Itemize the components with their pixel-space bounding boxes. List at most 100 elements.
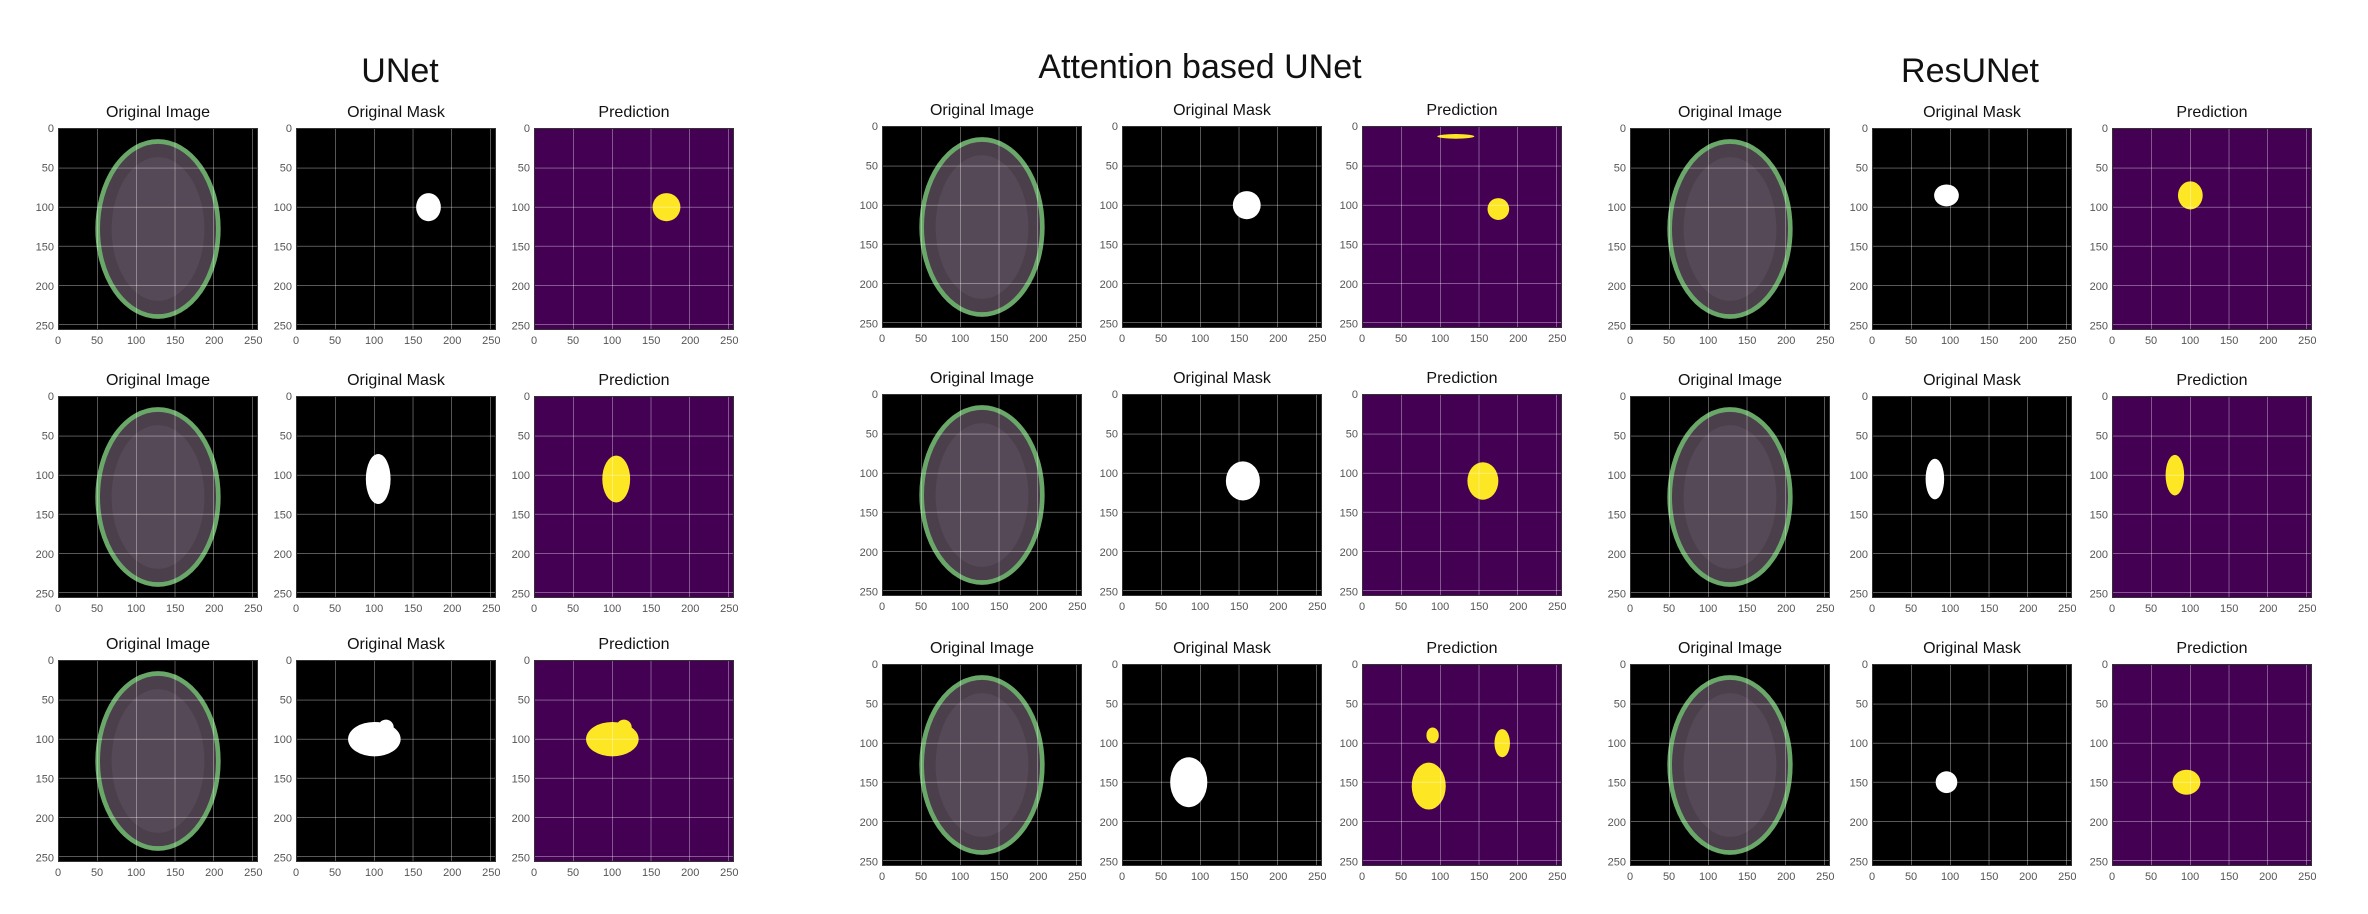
x-tick-label: 150 xyxy=(990,333,1008,345)
x-tick-label: 250 xyxy=(244,335,262,347)
y-tick-label: 200 xyxy=(1850,817,1868,829)
x-tick-label: 150 xyxy=(166,867,184,879)
y-tick-label: 150 xyxy=(1608,509,1626,521)
x-tick-label: 100 xyxy=(1191,871,1209,883)
y-tick-label: 150 xyxy=(2090,241,2108,253)
y-tick-label: 100 xyxy=(1340,738,1358,750)
x-tick-label: 250 xyxy=(482,867,500,879)
mask-plot xyxy=(1122,664,1322,866)
panel-title: Original Mask xyxy=(1923,640,2021,657)
panel-title: Prediction xyxy=(598,372,670,389)
x-tick-label: 100 xyxy=(365,867,383,879)
panel-title: Original Image xyxy=(929,370,1035,387)
y-tick-label: 150 xyxy=(512,241,530,253)
mask-plot xyxy=(1872,128,2072,330)
y-tick-label: 150 xyxy=(860,239,878,251)
prediction-plot xyxy=(2112,664,2312,866)
y-tick-label: 200 xyxy=(1100,279,1118,291)
y-tick-label: 250 xyxy=(274,320,292,332)
x-tick-label: 0 xyxy=(1869,603,1875,615)
y-tick-label: 100 xyxy=(274,734,292,746)
x-tick-label: 50 xyxy=(567,335,579,347)
x-tick-label: 150 xyxy=(2220,603,2238,615)
y-tick-label: 150 xyxy=(274,241,292,253)
x-tick-label: 250 xyxy=(2298,603,2316,615)
y-tick-label: 100 xyxy=(2090,738,2108,750)
x-tick-label: 100 xyxy=(951,601,969,613)
x-tick-label: 100 xyxy=(365,603,383,615)
y-tick-label: 100 xyxy=(860,738,878,750)
x-tick-label: 150 xyxy=(2220,335,2238,347)
x-tick-label: 50 xyxy=(915,871,927,883)
y-tick-label: 150 xyxy=(1850,777,1868,789)
x-tick-label: 100 xyxy=(127,867,145,879)
x-tick-label: 50 xyxy=(1663,335,1675,347)
tumor-mask-region xyxy=(365,454,391,505)
x-tick-label: 150 xyxy=(1980,603,1998,615)
x-tick-label: 100 xyxy=(1431,871,1449,883)
y-tick-label: 250 xyxy=(1100,856,1118,868)
y-tick-label: 50 xyxy=(2096,430,2108,442)
x-tick-label: 150 xyxy=(166,603,184,615)
x-tick-label: 0 xyxy=(1869,335,1875,347)
prediction-plot xyxy=(534,660,734,862)
y-tick-label: 0 xyxy=(2102,123,2108,135)
y-tick-label: 50 xyxy=(280,162,292,174)
predicted-tumor-region xyxy=(1487,198,1510,220)
y-tick-label: 100 xyxy=(274,202,292,214)
predicted-tumor-region xyxy=(1411,762,1446,810)
x-tick-label: 250 xyxy=(1068,333,1086,345)
y-tick-label: 100 xyxy=(36,734,54,746)
y-tick-label: 100 xyxy=(1850,202,1868,214)
x-tick-label: 0 xyxy=(1119,333,1125,345)
x-tick-label: 250 xyxy=(720,335,738,347)
x-tick-label: 250 xyxy=(244,867,262,879)
x-tick-label: 50 xyxy=(915,601,927,613)
x-tick-label: 200 xyxy=(681,603,699,615)
x-tick-label: 150 xyxy=(1230,601,1248,613)
y-tick-label: 200 xyxy=(274,813,292,825)
y-tick-label: 100 xyxy=(1340,468,1358,480)
x-tick-label: 50 xyxy=(1663,871,1675,883)
brain-tissue xyxy=(935,155,1029,299)
y-tick-label: 200 xyxy=(1340,817,1358,829)
y-tick-label: 200 xyxy=(1608,281,1626,293)
x-tick-label: 200 xyxy=(2259,335,2277,347)
y-tick-label: 0 xyxy=(1862,659,1868,671)
x-tick-label: 250 xyxy=(1548,333,1566,345)
predicted-tumor-region xyxy=(616,719,632,736)
x-tick-label: 200 xyxy=(443,603,461,615)
y-tick-label: 0 xyxy=(1352,659,1358,671)
x-tick-label: 250 xyxy=(2298,335,2316,347)
y-tick-label: 250 xyxy=(2090,320,2108,332)
x-tick-label: 50 xyxy=(1905,603,1917,615)
x-tick-label: 150 xyxy=(1470,333,1488,345)
x-tick-label: 200 xyxy=(1777,603,1795,615)
y-tick-label: 50 xyxy=(1106,698,1118,710)
prediction-plot xyxy=(2112,128,2312,330)
x-tick-label: 50 xyxy=(329,603,341,615)
mask-plot xyxy=(1872,396,2072,598)
y-tick-label: 100 xyxy=(36,470,54,482)
y-tick-label: 50 xyxy=(280,694,292,706)
panel-title: Prediction xyxy=(598,104,670,121)
x-tick-label: 50 xyxy=(1155,871,1167,883)
y-tick-label: 250 xyxy=(512,588,530,600)
y-tick-label: 200 xyxy=(860,279,878,291)
y-tick-label: 150 xyxy=(512,509,530,521)
x-tick-label: 50 xyxy=(2145,603,2157,615)
y-tick-label: 100 xyxy=(860,200,878,212)
x-tick-label: 0 xyxy=(2109,871,2115,883)
x-tick-label: 100 xyxy=(2181,603,2199,615)
panel-title: Original Image xyxy=(105,636,211,653)
prediction-background xyxy=(1363,665,1561,865)
